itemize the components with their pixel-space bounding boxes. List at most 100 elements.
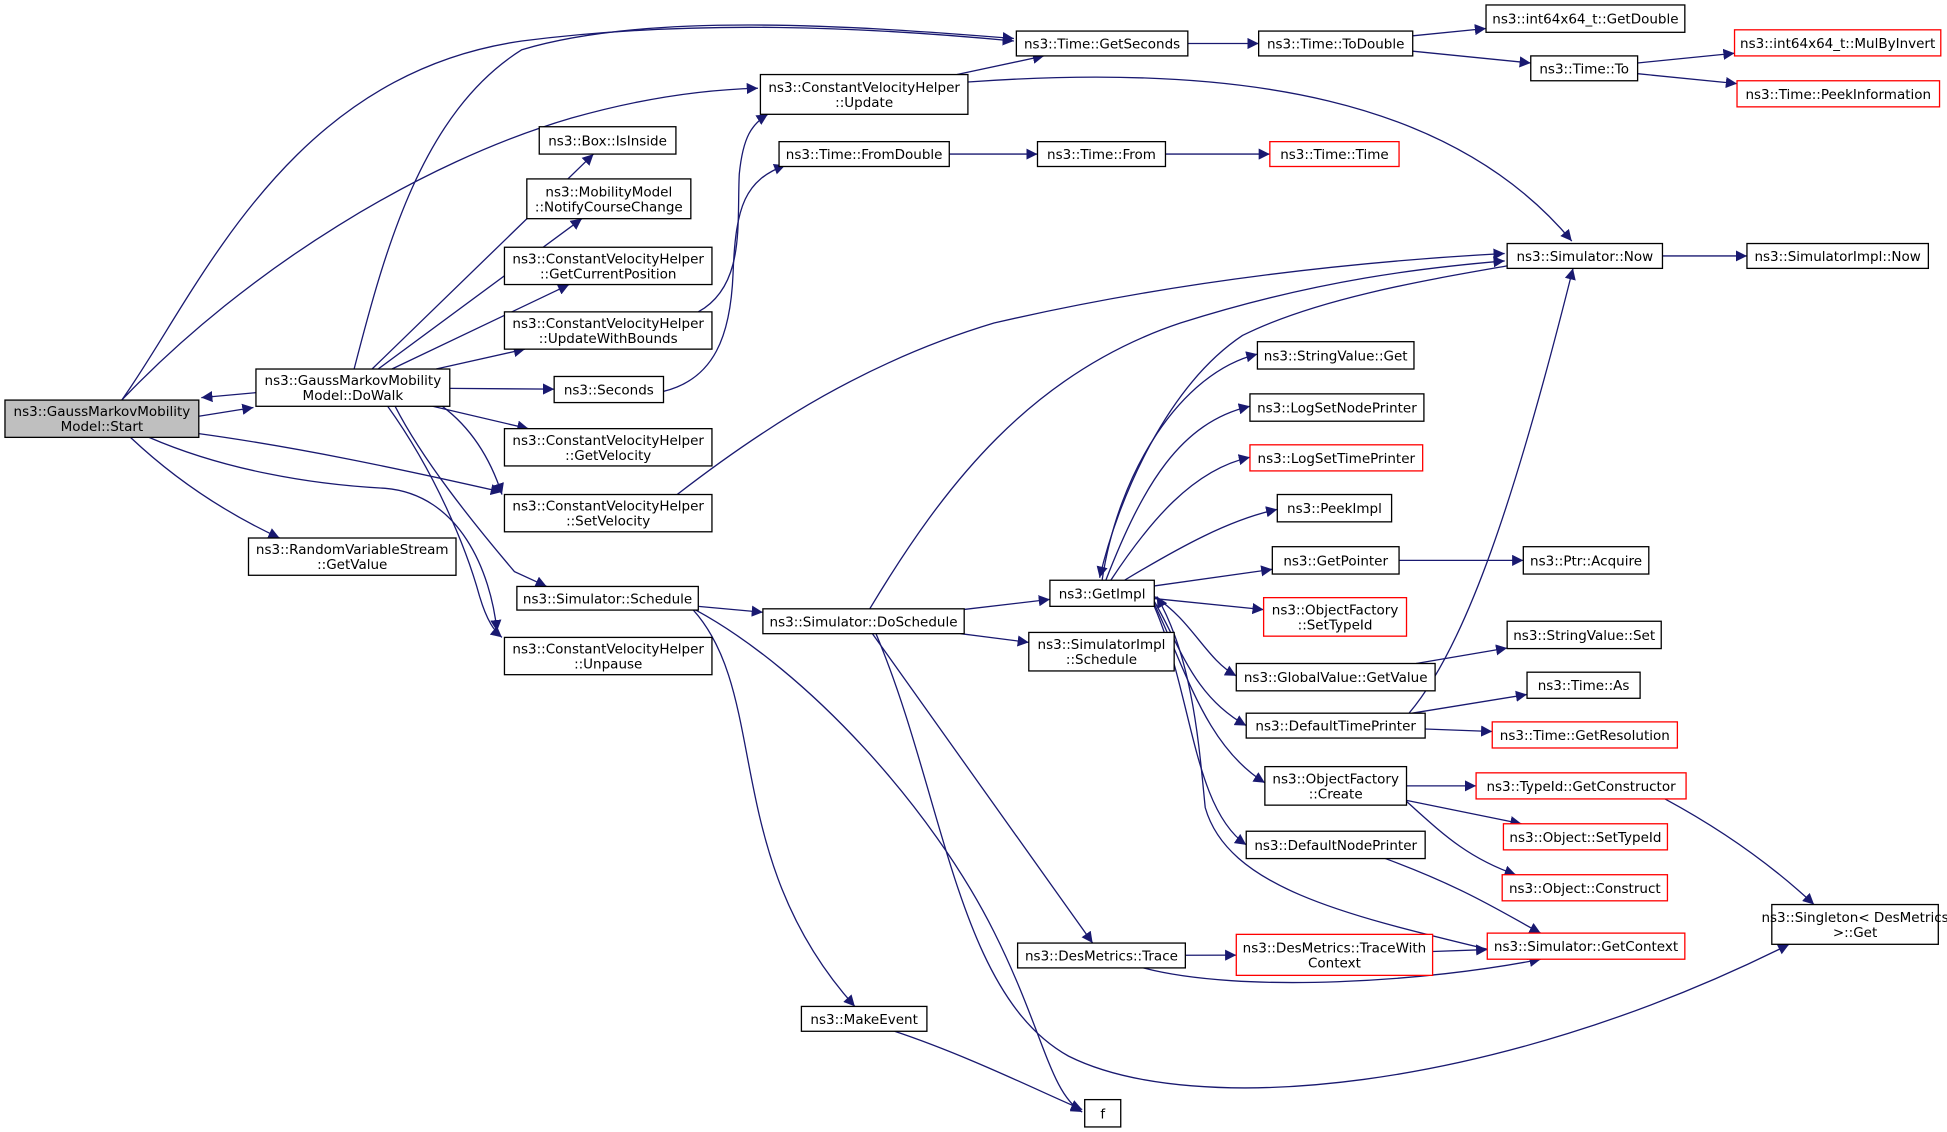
node-rvs-getvalue[interactable]: ns3::RandomVariableStream::GetValue bbox=[247, 537, 457, 576]
node-sim-doschedule[interactable]: ns3::Simulator::DoSchedule bbox=[762, 608, 965, 635]
node-box bbox=[1522, 546, 1650, 575]
node-box bbox=[1486, 932, 1686, 960]
node-object-settypeid[interactable]: ns3::Object::SetTypeId bbox=[1502, 823, 1669, 851]
edge-defaultnodeprinter-to-sim_getcontext bbox=[1385, 859, 1540, 934]
node-object-construct[interactable]: ns3::Object::Construct bbox=[1501, 874, 1669, 902]
node-cvh-getcurpos[interactable]: ns3::ConstantVelocityHelper::GetCurrentP… bbox=[503, 246, 713, 286]
node-desmetrics-trace[interactable]: ns3::DesMetrics::Trace bbox=[1016, 942, 1186, 969]
node-label: ns3::Seconds bbox=[564, 383, 654, 399]
node-notifycourse[interactable]: ns3::MobilityModel::NotifyCourseChange bbox=[526, 178, 692, 220]
node-label: ns3::Time::PeekInformation bbox=[1745, 87, 1931, 103]
node-singleton-get[interactable]: ns3::Singleton< DesMetrics>::Get bbox=[1761, 903, 1947, 945]
node-label: ns3::Time::ToDouble bbox=[1267, 36, 1404, 52]
edge-dowalk-to-notifycourse bbox=[378, 219, 582, 369]
node-label: ns3::ConstantVelocityHelper bbox=[512, 251, 704, 267]
node-label: ns3::Ptr::Acquire bbox=[1530, 553, 1642, 569]
node-int64-getdouble[interactable]: ns3::int64x64_t::GetDouble bbox=[1485, 4, 1686, 33]
node-cvh-update[interactable]: ns3::ConstantVelocityHelper::Update bbox=[759, 73, 969, 115]
node-cvh-setvel[interactable]: ns3::ConstantVelocityHelper::SetVelocity bbox=[503, 493, 713, 533]
node-label: Model::DoWalk bbox=[303, 388, 404, 404]
node-time-from[interactable]: ns3::Time::From bbox=[1036, 140, 1167, 168]
edge-getimpl-to-of_settypeid bbox=[1154, 599, 1263, 615]
node-label: ns3::ObjectFactory bbox=[1272, 602, 1399, 618]
edge-start-to-cvh_update bbox=[122, 82, 758, 400]
node-typeid-getctor[interactable]: ns3::TypeId::GetConstructor bbox=[1475, 772, 1687, 800]
node-label: Model::Start bbox=[61, 419, 144, 435]
node-time-fromdouble[interactable]: ns3::Time::FromDouble bbox=[778, 140, 950, 168]
node-box-isinside[interactable]: ns3::Box::IsInside bbox=[538, 126, 677, 155]
node-stringvalue-set[interactable]: ns3::StringValue::Set bbox=[1506, 620, 1662, 650]
edge-cvh_updbounds-to-cvh_update bbox=[698, 114, 768, 312]
node-seconds[interactable]: ns3::Seconds bbox=[553, 375, 665, 404]
node-stringvalue-get[interactable]: ns3::StringValue::Get bbox=[1256, 341, 1415, 370]
node-time-time[interactable]: ns3::Time::Time bbox=[1269, 140, 1400, 168]
node-box bbox=[1526, 671, 1641, 699]
node-getpointer[interactable]: ns3::GetPointer bbox=[1271, 546, 1400, 575]
node-label: ::GetCurrentPosition bbox=[540, 266, 676, 282]
node-box bbox=[503, 493, 713, 533]
node-sim-now[interactable]: ns3::Simulator::Now bbox=[1506, 242, 1664, 270]
node-simimpl-schedule[interactable]: ns3::SimulatorImpl::Schedule bbox=[1028, 631, 1175, 672]
node-getimpl[interactable]: ns3::GetImpl bbox=[1049, 579, 1155, 607]
node-time-getres[interactable]: ns3::Time::GetResolution bbox=[1491, 721, 1679, 749]
node-label: ns3::Simulator::GetContext bbox=[1494, 939, 1678, 955]
node-label: ns3::GetImpl bbox=[1059, 586, 1146, 602]
node-cvh-updbounds[interactable]: ns3::ConstantVelocityHelper::UpdateWithB… bbox=[503, 311, 713, 350]
node-time-getseconds[interactable]: ns3::Time::GetSeconds bbox=[1015, 30, 1189, 57]
node-label: ns3::SimulatorImpl::Now bbox=[1754, 249, 1920, 265]
edge-getimpl-to-logsettimeprinter bbox=[1111, 454, 1250, 580]
node-box bbox=[1028, 631, 1175, 672]
node-cvh-unpause[interactable]: ns3::ConstantVelocityHelper::Unpause bbox=[503, 636, 713, 676]
node-box bbox=[553, 375, 665, 404]
node-time-as[interactable]: ns3::Time::As bbox=[1526, 671, 1641, 699]
node-label: ns3::LogSetNodePrinter bbox=[1257, 401, 1417, 417]
node-sim-schedule[interactable]: ns3::Simulator::Schedule bbox=[516, 585, 699, 611]
node-label: ns3::DesMetrics::TraceWith bbox=[1243, 940, 1427, 956]
node-box bbox=[1276, 493, 1393, 523]
node-box bbox=[503, 428, 713, 467]
node-box bbox=[1506, 242, 1664, 270]
node-simimpl-now[interactable]: ns3::SimulatorImpl::Now bbox=[1746, 242, 1930, 270]
node-box bbox=[762, 608, 965, 635]
node-label: ns3::RandomVariableStream bbox=[256, 542, 449, 558]
node-box bbox=[1506, 620, 1662, 650]
node-box bbox=[1016, 942, 1186, 969]
node-logsetnodeprinter[interactable]: ns3::LogSetNodePrinter bbox=[1249, 393, 1425, 422]
node-box bbox=[1258, 30, 1414, 57]
node-box bbox=[247, 537, 457, 576]
edge-defaulttimeprinter-to-time_getres bbox=[1425, 725, 1492, 737]
node-f[interactable]: f bbox=[1084, 1098, 1122, 1128]
node-label: ns3::int64x64_t::GetDouble bbox=[1492, 12, 1678, 28]
node-label: ns3::GetPointer bbox=[1283, 553, 1388, 569]
node-int64-mulbyinvert[interactable]: ns3::int64x64_t::MulByInvert bbox=[1733, 29, 1942, 57]
node-label: ns3::Simulator::Schedule bbox=[523, 591, 692, 607]
node-label: Context bbox=[1308, 955, 1361, 971]
node-of-settypeid[interactable]: ns3::ObjectFactory::SetTypeId bbox=[1262, 596, 1408, 637]
node-label: ::Schedule bbox=[1066, 652, 1137, 668]
node-label: ns3::Object::SetTypeId bbox=[1509, 830, 1661, 846]
edge-time_todouble-to-int64_getdouble bbox=[1413, 24, 1486, 36]
node-defaulttimeprinter[interactable]: ns3::DefaultTimePrinter bbox=[1245, 712, 1426, 739]
node-time-to[interactable]: ns3::Time::To bbox=[1530, 55, 1639, 82]
node-time-todouble[interactable]: ns3::Time::ToDouble bbox=[1258, 30, 1414, 57]
node-time-peekinfo[interactable]: ns3::Time::PeekInformation bbox=[1736, 80, 1941, 108]
node-ptr-acquire[interactable]: ns3::Ptr::Acquire bbox=[1522, 546, 1650, 575]
edge-dowalk-to-time_getseconds bbox=[354, 25, 1014, 369]
edge-getimpl-to-defaulttimeprinter bbox=[1154, 601, 1246, 725]
node-box bbox=[255, 368, 451, 407]
node-cvh-getvel[interactable]: ns3::ConstantVelocityHelper::GetVelocity bbox=[503, 428, 713, 467]
node-defaultnodeprinter[interactable]: ns3::DefaultNodePrinter bbox=[1245, 830, 1426, 860]
node-box bbox=[503, 636, 713, 676]
node-gv-getvalue[interactable]: ns3::GlobalValue::GetValue bbox=[1235, 662, 1436, 692]
node-makeevent[interactable]: ns3::MakeEvent bbox=[800, 1005, 928, 1032]
node-logsettimeprinter[interactable]: ns3::LogSetTimePrinter bbox=[1249, 444, 1424, 472]
node-peekimpl[interactable]: ns3::PeekImpl bbox=[1276, 493, 1393, 523]
node-sim-getcontext[interactable]: ns3::Simulator::GetContext bbox=[1486, 932, 1686, 960]
node-of-create[interactable]: ns3::ObjectFactory::Create bbox=[1264, 765, 1408, 806]
edge-dowalk-to-seconds bbox=[450, 383, 554, 395]
edge-getimpl-to-peekimpl bbox=[1124, 506, 1277, 580]
node-label: ::UpdateWithBounds bbox=[539, 331, 678, 347]
